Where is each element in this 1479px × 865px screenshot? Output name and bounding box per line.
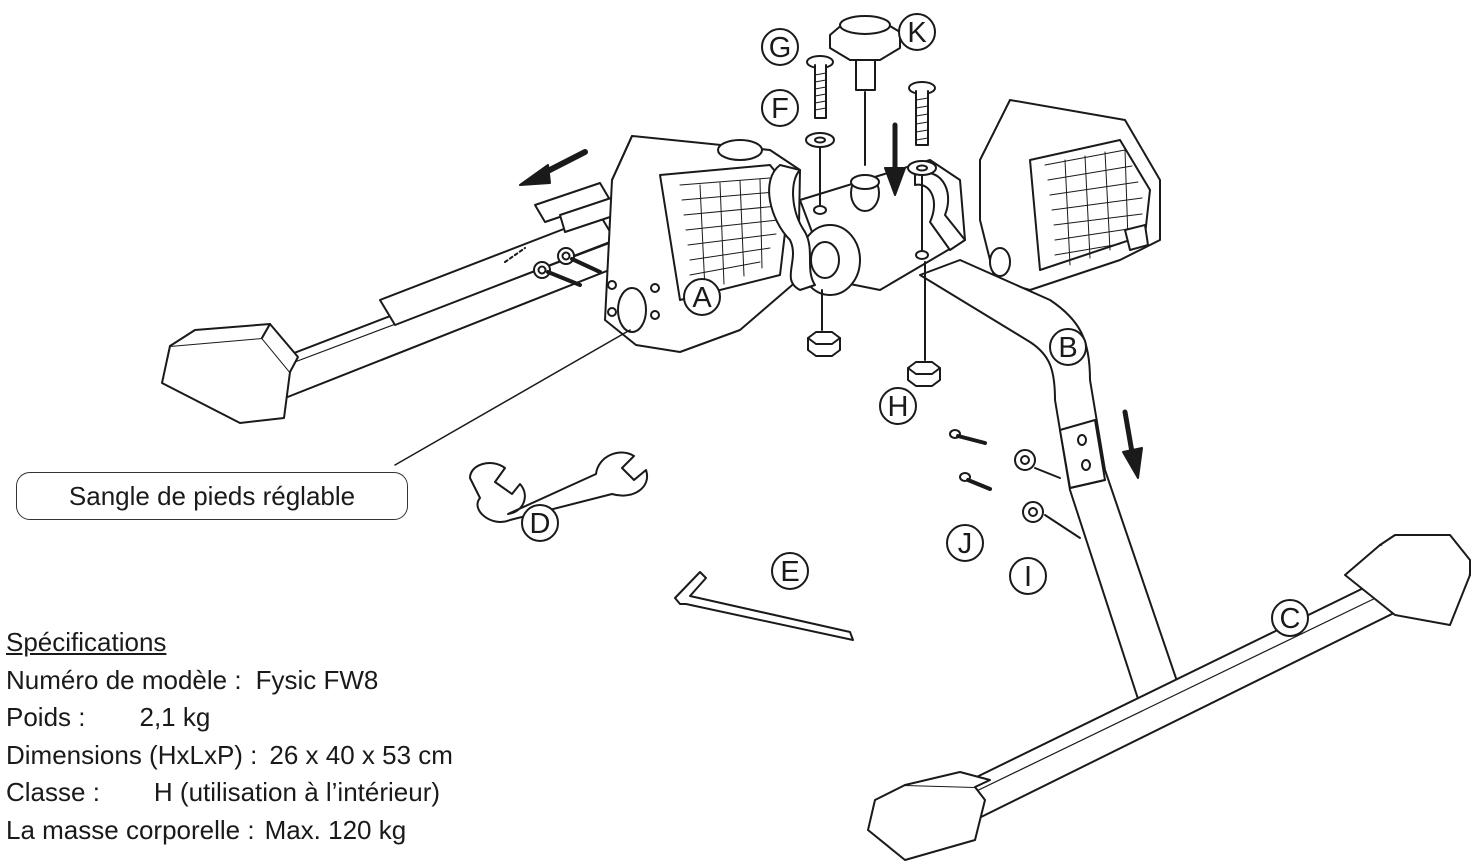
callout-text: Sangle de pieds réglable: [68, 480, 356, 511]
nut-h: [907, 361, 941, 387]
spec-value: 2,1 kg: [139, 702, 211, 732]
spec-label: Numéro de modèle :: [6, 664, 242, 695]
arrows: [519, 122, 1143, 479]
bolt-right: [907, 81, 937, 361]
spec-value: H (utilisation à l’intérieur): [153, 777, 441, 807]
front-screws: [504, 247, 602, 287]
svg-text:C: C: [1280, 603, 1301, 635]
svg-text:K: K: [907, 17, 927, 49]
svg-text:F: F: [771, 93, 789, 125]
label-b: B: [1049, 328, 1087, 366]
foot-strap-callout: Sangle de pieds réglable: [16, 472, 408, 520]
center-hub: [768, 159, 966, 296]
label-a: A: [683, 278, 721, 316]
spec-row-class: Classe : H (utilisation à l’intérieur): [6, 774, 453, 812]
label-h: H: [879, 387, 917, 425]
spec-value: 26 x 40 x 53 cm: [269, 739, 453, 770]
label-k: K: [898, 13, 936, 51]
specifications: Spécifications Numéro de modèle : Fysic F…: [6, 624, 453, 849]
left-pedal: [604, 135, 801, 353]
spec-row-body-mass: La masse corporelle : Max. 120 kg: [6, 812, 453, 850]
svg-text:H: H: [888, 391, 909, 423]
spec-label: La masse corporelle :: [6, 814, 255, 845]
label-d: D: [521, 504, 559, 542]
svg-text:A: A: [692, 282, 712, 314]
wrench-d: [469, 451, 649, 523]
spec-value: Fysic FW8: [255, 664, 379, 695]
front-leg: [161, 182, 661, 424]
bolt-g: [805, 55, 835, 206]
label-g: G: [761, 28, 799, 66]
allen-key-e: [674, 571, 854, 641]
label-j: J: [946, 524, 984, 562]
spec-row-dimensions: Dimensions (HxLxP) : 26 x 40 x 53 cm: [6, 737, 453, 775]
spec-row-weight: Poids : 2,1 kg: [6, 699, 453, 737]
spec-value: Max. 120 kg: [264, 814, 407, 845]
rear-screws: [949, 429, 1081, 539]
spec-label: Classe :: [6, 777, 100, 807]
knob-k: [829, 15, 901, 166]
svg-text:I: I: [1024, 561, 1032, 593]
spec-label: Poids :: [6, 702, 86, 732]
rear-upright: [919, 259, 1181, 706]
svg-text:D: D: [530, 508, 551, 540]
spec-label: Dimensions (HxLxP) :: [6, 739, 258, 770]
svg-text:B: B: [1058, 332, 1077, 364]
rear-base: [867, 534, 1471, 861]
svg-text:J: J: [958, 528, 973, 560]
label-i: I: [1009, 557, 1047, 595]
label-c: C: [1271, 599, 1309, 637]
svg-text:E: E: [780, 556, 799, 588]
spec-row-model: Numéro de modèle : Fysic FW8: [6, 662, 453, 700]
label-f: F: [761, 89, 799, 127]
label-e: E: [771, 552, 809, 590]
nut-left: [807, 289, 841, 357]
specs-title: Spécifications: [6, 627, 167, 657]
right-pedal: [979, 99, 1161, 291]
svg-text:G: G: [769, 32, 792, 64]
callout-leader: [394, 329, 631, 466]
